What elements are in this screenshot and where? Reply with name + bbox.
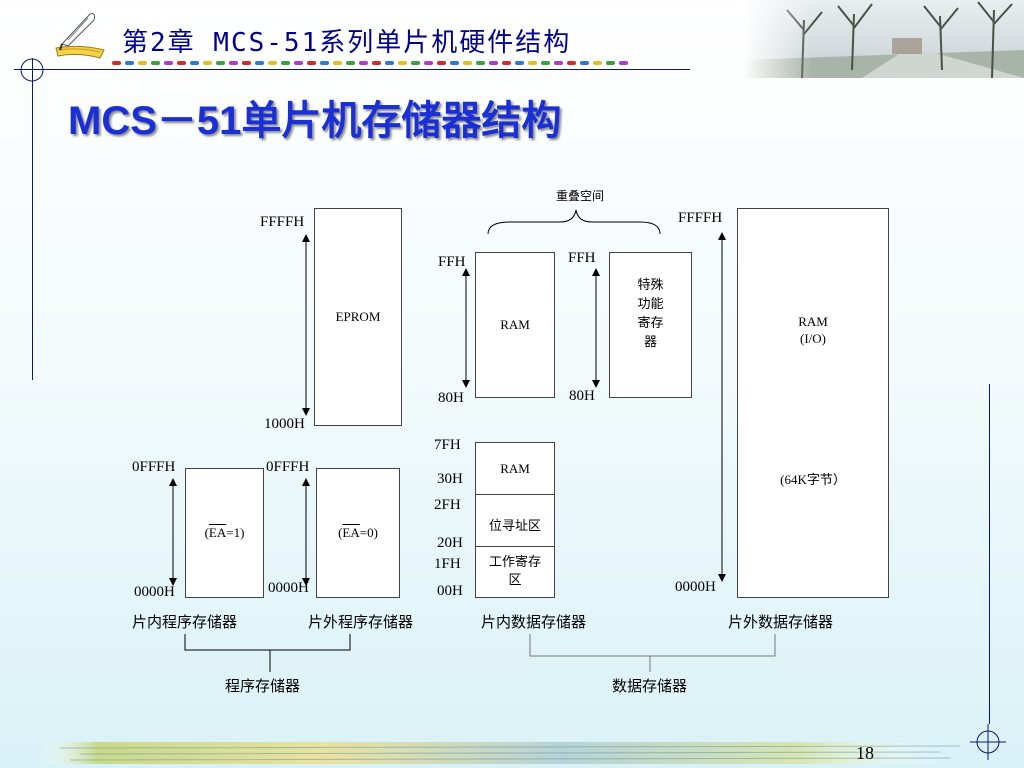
decorative-dot [437, 61, 446, 65]
crosshair-ornament-icon [20, 58, 44, 82]
decorative-dot [411, 61, 420, 65]
decorative-dot [554, 61, 563, 65]
decorative-dot [320, 61, 329, 65]
sfr-top-address: FFH [568, 250, 596, 266]
ea0-label: (EA=0) [338, 525, 378, 540]
decorative-dot [567, 61, 576, 65]
right-vertical-rule [989, 384, 990, 724]
decorative-dot [242, 61, 251, 65]
decorative-dot [619, 61, 628, 65]
overlap-space-label: 重叠空间 [556, 189, 605, 203]
external-size-label: (64K字节） [780, 472, 846, 487]
ram-high-box: RAM [475, 252, 555, 398]
external-prog-caption: 片外程序存储器 [308, 615, 414, 631]
internal-prog-bottom-address: 0000H [134, 584, 175, 600]
external-data-box: RAM (I/O) (64K字节） [737, 208, 889, 598]
eprom-box: EPROM [314, 208, 402, 426]
page-number: 18 [856, 743, 874, 763]
decorative-dot [138, 61, 147, 65]
chapter-title: 第2章 MCS-51系列单片机硬件结构 [122, 28, 572, 58]
decorative-dot [190, 61, 199, 65]
external-prog-box: (EA=0) [316, 468, 400, 598]
decorative-dot [203, 61, 212, 65]
bit-addressable-label: 位寻址区 [488, 518, 541, 533]
addr-00h: 00H [437, 583, 463, 599]
decorative-dot [528, 61, 537, 65]
decorative-dot [515, 61, 524, 65]
decorative-dot [112, 61, 121, 65]
decorative-dot [229, 61, 238, 65]
decorative-dot [125, 61, 134, 65]
decorative-dot [606, 61, 615, 65]
decorative-dot [346, 61, 355, 65]
external-prog-bottom-address: 0000H [268, 580, 309, 596]
internal-data-caption: 片内数据存储器 [481, 615, 587, 631]
program-memory-group-label: 程序存储器 [225, 679, 301, 695]
decorative-dot [398, 61, 407, 65]
external-data-caption: 片外数据存储器 [728, 615, 834, 631]
ea1-label: (EA=1) [204, 525, 245, 540]
internal-ram-box: RAM [475, 442, 555, 496]
eprom-bottom-address: 1000H [264, 416, 305, 432]
decorative-dot [216, 61, 225, 65]
decorative-dot [385, 61, 394, 65]
eprom-top-address: FFFFH [260, 214, 305, 230]
decorative-dot [489, 61, 498, 65]
external-prog-top-address: 0FFFH [266, 459, 310, 475]
decorative-dot [593, 61, 602, 65]
header-rule [14, 69, 690, 70]
ram-high-label: RAM [500, 317, 530, 332]
decorative-dot-row [112, 61, 628, 65]
addr-30h: 30H [437, 471, 463, 487]
quill-pen-icon [55, 13, 105, 59]
decorative-dot [255, 61, 264, 65]
eprom-label: EPROM [335, 309, 381, 324]
external-data-top-address: FFFFH [678, 210, 723, 226]
internal-prog-top-address: 0FFFH [132, 459, 176, 475]
addr-2fh: 2FH [434, 497, 461, 513]
decorative-dot [580, 61, 589, 65]
decorative-dot [268, 61, 277, 65]
decorative-dot [359, 61, 368, 65]
decorative-dot [372, 61, 381, 65]
sfr-bottom-address: 80H [569, 388, 595, 404]
addr-7fh: 7FH [434, 437, 461, 453]
decorative-dot [463, 61, 472, 65]
decorative-dot [151, 61, 160, 65]
decorative-dot [424, 61, 433, 65]
decorative-dot [294, 61, 303, 65]
internal-ram-label: RAM [500, 461, 530, 476]
decorative-dot [307, 61, 316, 65]
sfr-label: 特殊 功能 寄存 器 [637, 277, 664, 349]
decorative-dot [541, 61, 550, 65]
decorative-dot [450, 61, 459, 65]
working-register-label: 工作寄存 区 [488, 554, 541, 587]
addr-1fh: 1FH [434, 556, 461, 572]
internal-prog-caption: 片内程序存储器 [132, 615, 238, 631]
decorative-dot [164, 61, 173, 65]
external-data-bottom-address: 0000H [675, 579, 716, 595]
decorative-dot [281, 61, 290, 65]
external-ram-label: RAM (I/O) [798, 314, 828, 346]
internal-prog-box: (EA=1) [185, 468, 264, 598]
data-memory-group-label: 数据存储器 [612, 679, 688, 695]
decorative-dot [476, 61, 485, 65]
sfr-box: 特殊 功能 寄存 器 [609, 252, 692, 398]
slide-title: MCS－51单片机存储器结构 [68, 99, 562, 143]
left-vertical-rule [32, 58, 33, 380]
decorative-dot [177, 61, 186, 65]
tree-lined-street-photo [742, 0, 1024, 78]
bit-addressable-box: 位寻址区 [475, 494, 555, 548]
decorative-footer-band [40, 742, 990, 764]
ram-high-top-address: FFH [438, 254, 466, 270]
addr-20h: 20H [437, 535, 463, 551]
working-register-box: 工作寄存 区 [475, 546, 555, 598]
decorative-dot [333, 61, 342, 65]
decorative-dot [502, 61, 511, 65]
ram-high-bottom-address: 80H [438, 390, 464, 406]
